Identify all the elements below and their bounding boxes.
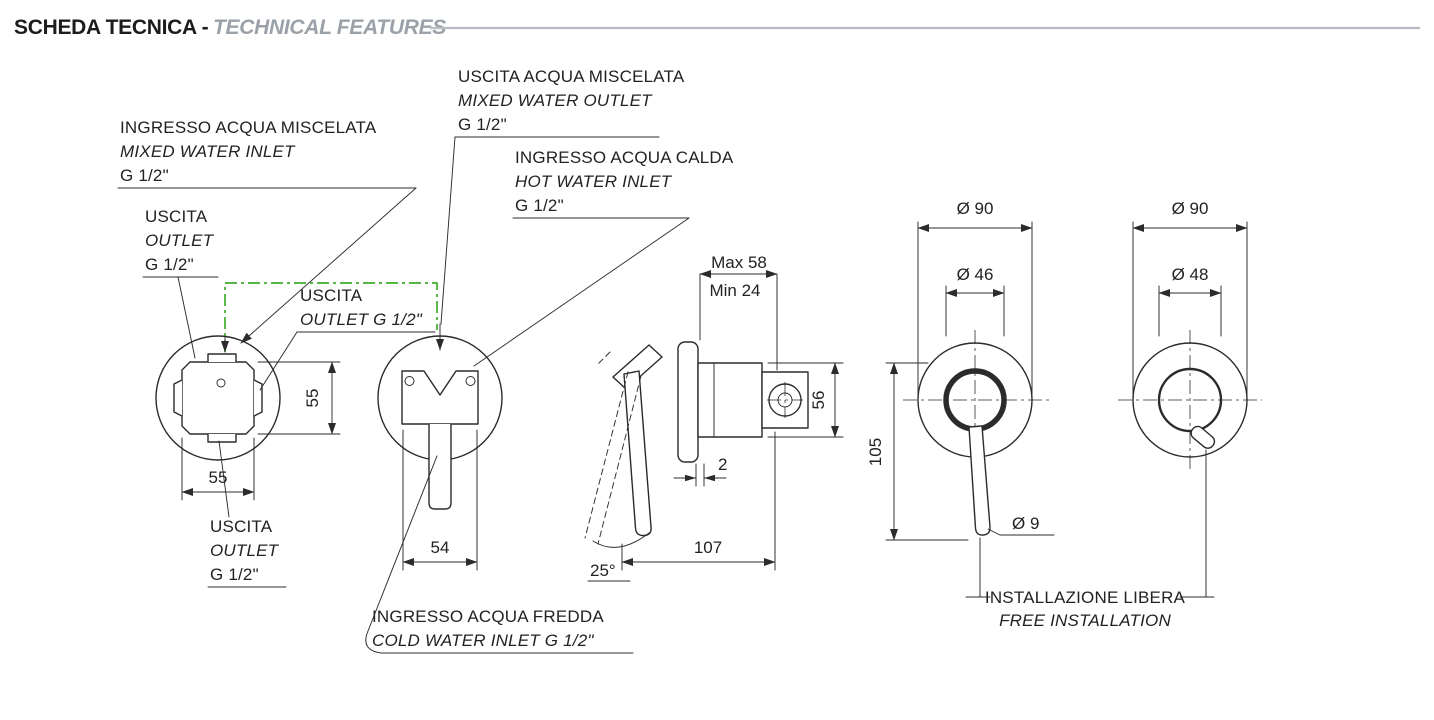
leader-outlet-lower-left bbox=[218, 440, 230, 518]
callout-outlet-center: USCITA OUTLET G 1/2" bbox=[259, 286, 436, 391]
port-left bbox=[173, 379, 183, 417]
callout-free-installation-en: FREE INSTALLATION bbox=[999, 611, 1171, 630]
screw-right bbox=[465, 376, 476, 386]
callout-outlet-upper-left-thread: G 1/2" bbox=[145, 255, 194, 274]
screw-left bbox=[404, 376, 415, 386]
callout-mixed-water-outlet-it: USCITA ACQUA MISCELATA bbox=[458, 67, 685, 86]
view-side-section: 25° Max 58 Min 24 56 2 107 bbox=[584, 253, 844, 582]
leader-outlet-upper-left bbox=[177, 276, 196, 359]
callout-hot-water-inlet-thread: G 1/2" bbox=[515, 196, 564, 215]
view-front-lever: Ø 90 Ø 46 105 Ø 9 bbox=[866, 199, 1055, 598]
wall-plate bbox=[677, 341, 699, 463]
callout-outlet-upper-left: USCITA OUTLET G 1/2" bbox=[142, 207, 219, 359]
port-bottom bbox=[207, 434, 237, 443]
callout-hot-water-inlet-it: INGRESSO ACQUA CALDA bbox=[515, 148, 734, 167]
dim-plate-diameter-left: Ø 90 bbox=[957, 199, 994, 218]
dim-handle-length: 105 bbox=[866, 438, 885, 466]
callout-mixed-water-inlet-it: INGRESSO ACQUA MISCELATA bbox=[120, 118, 377, 137]
dim-total-depth: 107 bbox=[694, 538, 722, 557]
valve-body-v bbox=[401, 370, 479, 425]
valve-body-square bbox=[181, 361, 255, 435]
dim-depth-min: Min 24 bbox=[709, 281, 760, 300]
callout-mixed-water-inlet-en: MIXED WATER INLET bbox=[120, 142, 296, 161]
callout-free-installation-it: INSTALLAZIONE LIBERA bbox=[985, 588, 1186, 607]
callout-hot-water-inlet: INGRESSO ACQUA CALDA HOT WATER INLET G 1… bbox=[473, 148, 734, 367]
callout-mixed-water-outlet-en: MIXED WATER OUTLET bbox=[458, 91, 653, 110]
angle-arc bbox=[592, 532, 650, 548]
trim-ring-right bbox=[1157, 367, 1223, 433]
inlet-tube bbox=[428, 424, 452, 510]
callout-mixed-water-outlet-thread: G 1/2" bbox=[458, 115, 507, 134]
callout-free-installation: INSTALLAZIONE LIBERA FREE INSTALLATION bbox=[965, 588, 1215, 630]
dim-body-height: 56 bbox=[809, 391, 828, 410]
plate-circle-right bbox=[1132, 342, 1248, 458]
callout-mixed-water-inlet: INGRESSO ACQUA MISCELATA MIXED WATER INL… bbox=[117, 118, 417, 344]
callout-outlet-lower-left-thread: G 1/2" bbox=[210, 565, 259, 584]
lever-alt-position bbox=[584, 371, 629, 539]
spout-nub bbox=[1190, 425, 1216, 449]
leader-mixed-water-inlet bbox=[240, 187, 417, 344]
escutcheon-circle bbox=[155, 335, 281, 461]
dim-lever-angle: 25° bbox=[590, 561, 616, 580]
sheet-subtitle: TECHNICAL FEATURES bbox=[213, 16, 446, 39]
callout-cold-water-inlet: INGRESSO ACQUA FREDDA COLD WATER INLET G… bbox=[365, 455, 634, 654]
view-valve-body-v: 54 bbox=[377, 323, 503, 571]
dim-square-height: 55 bbox=[303, 389, 322, 408]
callout-outlet-lower-left-it: USCITA bbox=[210, 517, 273, 536]
port-right bbox=[253, 379, 263, 417]
callout-outlet-center-en: OUTLET G 1/2" bbox=[300, 310, 423, 329]
dim-trim-diameter-left: Ø 46 bbox=[957, 265, 994, 284]
leader-outlet-center bbox=[259, 331, 298, 391]
sheet-title: SCHEDA TECNICA - bbox=[14, 16, 209, 39]
lever-handle-front bbox=[968, 425, 991, 536]
callout-hot-water-inlet-en: HOT WATER INLET bbox=[515, 172, 673, 191]
leader-mixed-water-outlet bbox=[440, 136, 456, 325]
callout-outlet-upper-left-en: OUTLET bbox=[145, 231, 215, 250]
dim-depth-max: Max 58 bbox=[711, 253, 767, 272]
callout-outlet-lower-left-en: OUTLET bbox=[210, 541, 280, 560]
callout-mixed-water-outlet: USCITA ACQUA MISCELATA MIXED WATER OUTLE… bbox=[440, 67, 685, 325]
dim-handle-diameter: Ø 9 bbox=[1012, 514, 1039, 533]
callout-outlet-center-it: USCITA bbox=[300, 286, 363, 305]
view-front-ring: Ø 90 Ø 48 bbox=[1118, 199, 1262, 598]
dim-plate-gap: 2 bbox=[718, 455, 727, 474]
port-top bbox=[207, 353, 237, 362]
dim-trim-diameter-right: Ø 48 bbox=[1172, 265, 1209, 284]
sheet-header: SCHEDA TECNICA - TECHNICAL FEATURES bbox=[14, 16, 1420, 39]
callout-cold-water-inlet-it: INGRESSO ACQUA FREDDA bbox=[372, 607, 604, 626]
leader-hot-water-inlet bbox=[473, 217, 690, 367]
callout-outlet-upper-left-it: USCITA bbox=[145, 207, 208, 226]
callout-cold-water-inlet-en: COLD WATER INLET G 1/2" bbox=[372, 631, 594, 650]
screw-detail bbox=[216, 378, 226, 388]
mixed-water-path-line bbox=[224, 282, 438, 352]
mixer-body-side bbox=[697, 362, 763, 438]
callout-outlet-lower-left: USCITA OUTLET G 1/2" bbox=[207, 440, 287, 588]
leader-cold-water-inlet bbox=[365, 455, 634, 654]
lever-handle-side bbox=[623, 370, 652, 537]
callout-mixed-water-inlet-thread: G 1/2" bbox=[120, 166, 169, 185]
dim-plate-diameter-right: Ø 90 bbox=[1172, 199, 1209, 218]
view-valve-body-front: 55 55 bbox=[155, 335, 341, 501]
dim-body-width: 54 bbox=[431, 538, 450, 557]
